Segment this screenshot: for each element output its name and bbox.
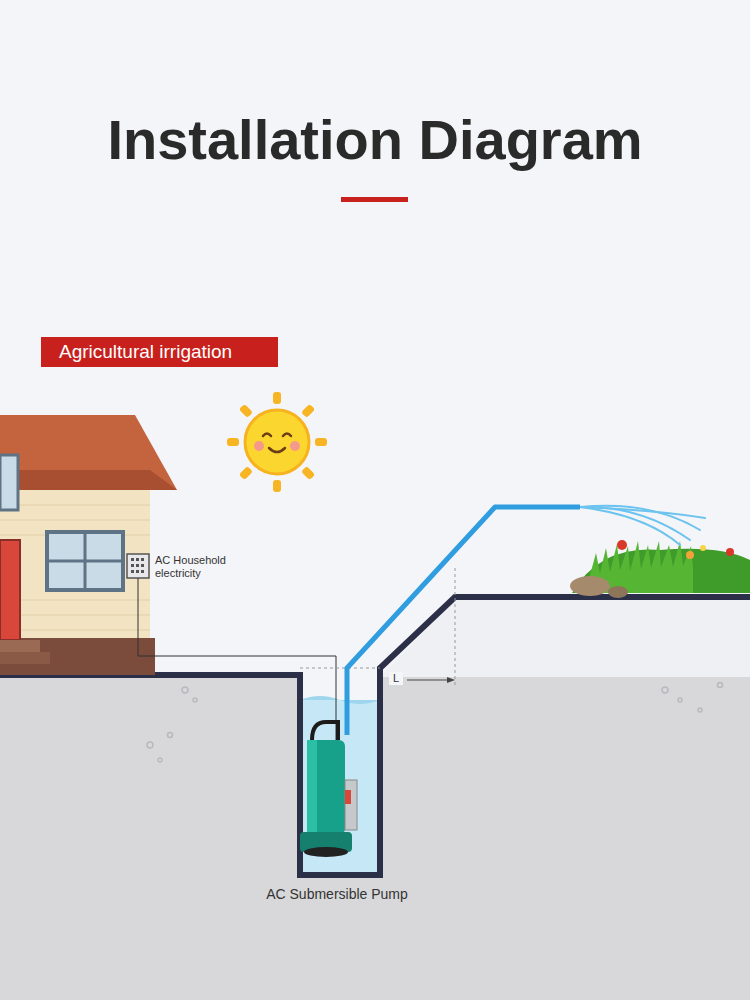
dimension-guide [300,668,380,669]
dimension-guide [455,568,456,685]
category-banner: Agricultural irrigation [41,337,278,367]
house [0,415,177,675]
power-source-label: AC Household electricity [155,554,245,579]
outlet-pipe [347,507,580,735]
power-cable [138,578,336,740]
sun [227,392,327,492]
bubbles [147,683,723,763]
well-water [300,700,380,876]
pump-label: AC Submersible Pump [237,886,437,902]
switch-box-keys [131,558,144,573]
dimension-arrowhead [447,677,455,683]
dimension-label: L [389,672,403,685]
garden [570,540,750,598]
submersible-pump [300,722,357,857]
well-shaft [300,676,380,876]
title-underline [341,197,408,202]
ground [0,677,750,1000]
water-surface [300,696,380,704]
switch-box [127,554,149,578]
dimension-arrow [407,680,452,681]
title: Installation Diagram [0,105,750,175]
banner-text: Agricultural irrigation [59,337,232,367]
water-spray [580,506,705,545]
